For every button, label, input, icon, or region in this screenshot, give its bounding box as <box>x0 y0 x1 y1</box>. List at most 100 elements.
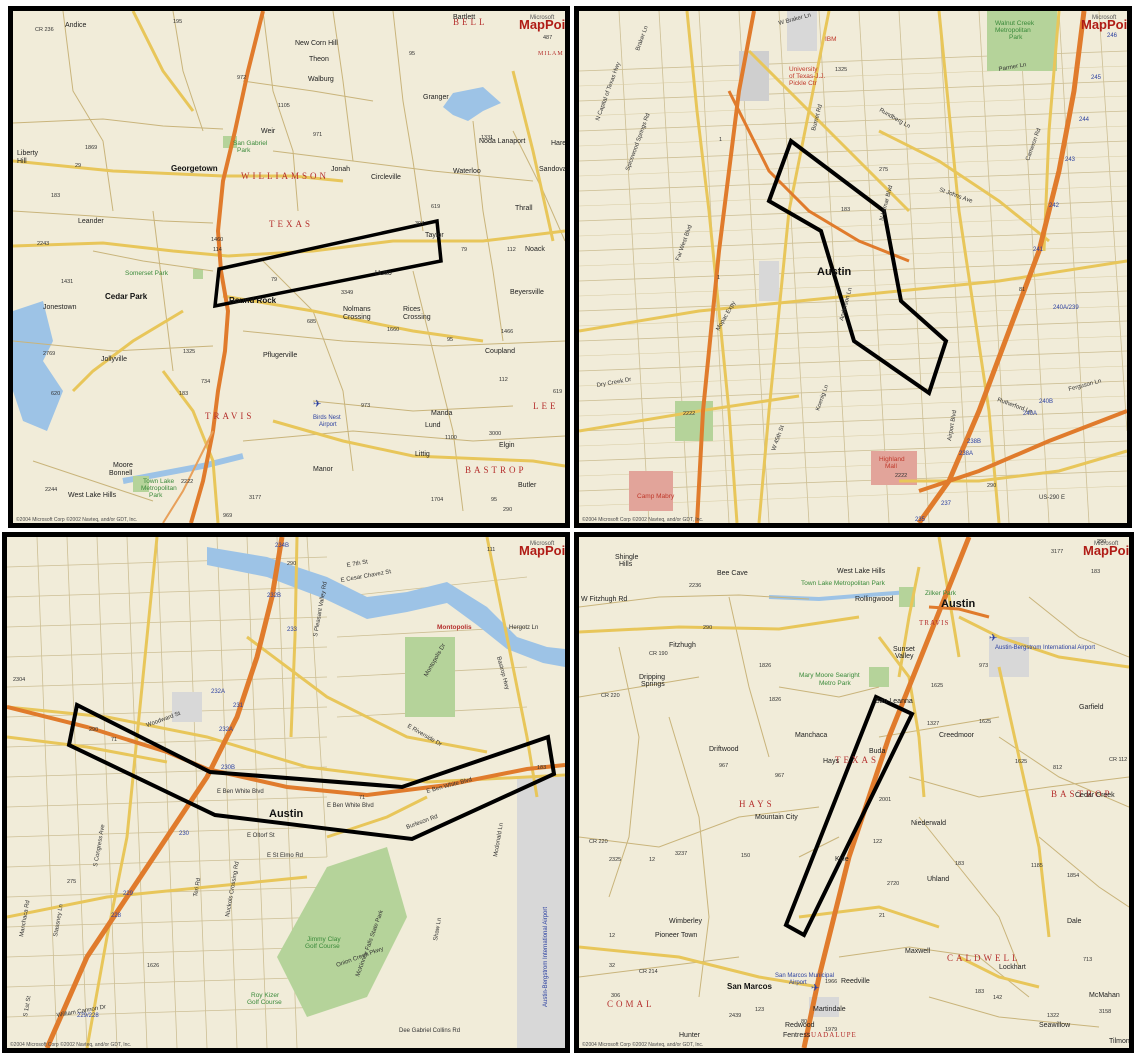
svg-text:Coupland: Coupland <box>485 348 515 355</box>
svg-text:1979: 1979 <box>825 1027 837 1033</box>
svg-text:Shaw Ln: Shaw Ln <box>433 917 443 941</box>
svg-text:95: 95 <box>491 497 497 503</box>
svg-text:12: 12 <box>609 933 615 939</box>
svg-text:Highland: Highland <box>879 456 905 463</box>
svg-text:Airport Blvd: Airport Blvd <box>947 410 958 442</box>
svg-text:1: 1 <box>717 275 720 281</box>
svg-text:E Oltorf St: E Oltorf St <box>247 833 275 839</box>
svg-text:238A: 238A <box>959 451 973 457</box>
svg-text:183: 183 <box>841 207 850 213</box>
svg-text:Mcdonald Ln: Mcdonald Ln <box>493 822 505 857</box>
svg-text:1869: 1869 <box>85 145 97 151</box>
svg-text:290: 290 <box>89 727 98 733</box>
svg-text:CR 112: CR 112 <box>1109 757 1127 763</box>
svg-text:619: 619 <box>553 389 562 395</box>
svg-text:CR 220: CR 220 <box>601 693 620 699</box>
svg-text:CR 190: CR 190 <box>649 651 668 657</box>
svg-text:487: 487 <box>543 35 552 41</box>
svg-text:246: 246 <box>1107 33 1118 39</box>
svg-text:Microsoft: Microsoft <box>1094 541 1119 547</box>
svg-text:183: 183 <box>955 861 964 867</box>
svg-text:1625: 1625 <box>1015 759 1027 765</box>
svg-text:E Ben White Blvd: E Ben White Blvd <box>217 789 264 795</box>
svg-text:CR 214: CR 214 <box>639 969 658 975</box>
svg-text:©2004 Microsoft Corp ©2002 Nav: ©2004 Microsoft Corp ©2002 Navteq, and/o… <box>582 516 703 523</box>
svg-text:©2004 Microsoft Corp ©2002 Nav: ©2004 Microsoft Corp ©2002 Navteq, and/o… <box>582 1041 703 1048</box>
svg-text:Buda: Buda <box>869 748 885 755</box>
highlight-corridor-east <box>66 702 557 842</box>
svg-text:CR 220: CR 220 <box>589 839 608 845</box>
map-panel-south[interactable]: MapPoint Microsoft ©2004 Microsoft Corp … <box>574 532 1134 1053</box>
svg-text:TEXAS: TEXAS <box>835 755 879 765</box>
svg-text:TEXAS: TEXAS <box>269 219 313 229</box>
svg-text:1431: 1431 <box>61 279 73 285</box>
svg-text:Kyle: Kyle <box>835 856 849 863</box>
svg-text:229: 229 <box>123 891 134 897</box>
svg-text:240A: 240A <box>1023 411 1037 417</box>
svg-text:1100: 1100 <box>445 435 457 441</box>
svg-text:Austin: Austin <box>817 266 852 278</box>
svg-text:Seawillow: Seawillow <box>1039 1022 1071 1029</box>
svg-text:S 1st St: S 1st St <box>23 995 33 1017</box>
svg-text:Bee Cave: Bee Cave <box>717 570 748 577</box>
svg-text:Golf Course: Golf Course <box>305 943 340 950</box>
svg-text:Pickle Ctr: Pickle Ctr <box>789 80 818 87</box>
svg-text:WILLIAMSON: WILLIAMSON <box>241 171 329 181</box>
svg-text:620: 620 <box>51 391 60 397</box>
svg-text:112: 112 <box>507 247 516 253</box>
svg-text:Littig: Littig <box>415 451 430 458</box>
svg-text:Town Lake Metropolitan Park: Town Lake Metropolitan Park <box>801 580 886 587</box>
svg-text:275: 275 <box>879 167 888 173</box>
svg-text:Dripping: Dripping <box>639 674 665 681</box>
svg-text:Birds Nest: Birds Nest <box>313 415 341 421</box>
svg-text:BASTROP: BASTROP <box>1051 789 1113 799</box>
svg-text:Austin: Austin <box>941 598 976 610</box>
svg-text:US-290 E: US-290 E <box>1039 495 1065 501</box>
svg-text:1: 1 <box>719 137 722 143</box>
svg-text:3349: 3349 <box>341 290 353 296</box>
svg-text:2769: 2769 <box>43 351 55 357</box>
svg-text:Airport: Airport <box>319 422 337 428</box>
svg-text:32: 32 <box>609 963 615 969</box>
svg-text:Fitzhugh: Fitzhugh <box>669 642 696 649</box>
svg-text:Mall: Mall <box>885 463 897 470</box>
svg-text:275: 275 <box>67 879 76 885</box>
svg-text:Andice: Andice <box>65 22 87 29</box>
svg-text:Leander: Leander <box>78 218 104 225</box>
svg-text:Jollyville: Jollyville <box>101 356 127 363</box>
svg-text:New Corn Hill: New Corn Hill <box>295 40 338 47</box>
svg-text:TRAVIS: TRAVIS <box>919 619 949 627</box>
svg-text:Sunset: Sunset <box>893 646 915 653</box>
svg-text:290: 290 <box>1097 539 1106 545</box>
svg-text:Hills: Hills <box>619 561 633 568</box>
svg-text:Park: Park <box>149 492 163 499</box>
svg-text:Bonnell: Bonnell <box>109 470 133 477</box>
svg-text:Tilmon: Tilmon <box>1109 1038 1129 1045</box>
svg-text:Airport: Airport <box>789 980 807 986</box>
svg-text:734: 734 <box>201 379 210 385</box>
svg-text:CR 236: CR 236 <box>35 27 54 33</box>
svg-text:San Gabriel: San Gabriel <box>233 140 268 147</box>
svg-text:Garfield: Garfield <box>1079 704 1104 711</box>
svg-text:1105: 1105 <box>278 103 290 109</box>
map-panel-east[interactable]: MapPoint Microsoft ©2004 Microsoft Corp … <box>2 532 570 1053</box>
highlight-corridor-north <box>213 218 443 309</box>
svg-text:Theon: Theon <box>309 56 329 63</box>
svg-text:Camp Mabry: Camp Mabry <box>637 493 675 500</box>
map-panel-north[interactable]: MapPoint Microsoft ©2004 Microsoft Corp … <box>8 6 570 528</box>
svg-text:241: 241 <box>1033 247 1044 253</box>
map-panel-central[interactable]: MapPoint Microsoft ©2004 Microsoft Corp … <box>574 6 1132 528</box>
svg-text:Teri Rd: Teri Rd <box>193 878 202 898</box>
svg-text:230B: 230B <box>221 765 235 771</box>
svg-text:Manda: Manda <box>431 410 453 417</box>
svg-text:1660: 1660 <box>387 327 399 333</box>
svg-text:183: 183 <box>179 391 188 397</box>
svg-text:Niederwald: Niederwald <box>911 820 946 827</box>
svg-text:©2004 Microsoft Corp ©2002 Nav: ©2004 Microsoft Corp ©2002 Navteq, and/o… <box>10 1041 131 1048</box>
svg-text:243: 243 <box>1065 157 1076 163</box>
svg-text:183: 183 <box>537 765 546 771</box>
svg-text:Round Rock: Round Rock <box>229 296 277 305</box>
mckinney-falls-park <box>277 847 407 1017</box>
svg-text:231: 231 <box>233 703 244 709</box>
svg-text:2236: 2236 <box>689 583 701 589</box>
